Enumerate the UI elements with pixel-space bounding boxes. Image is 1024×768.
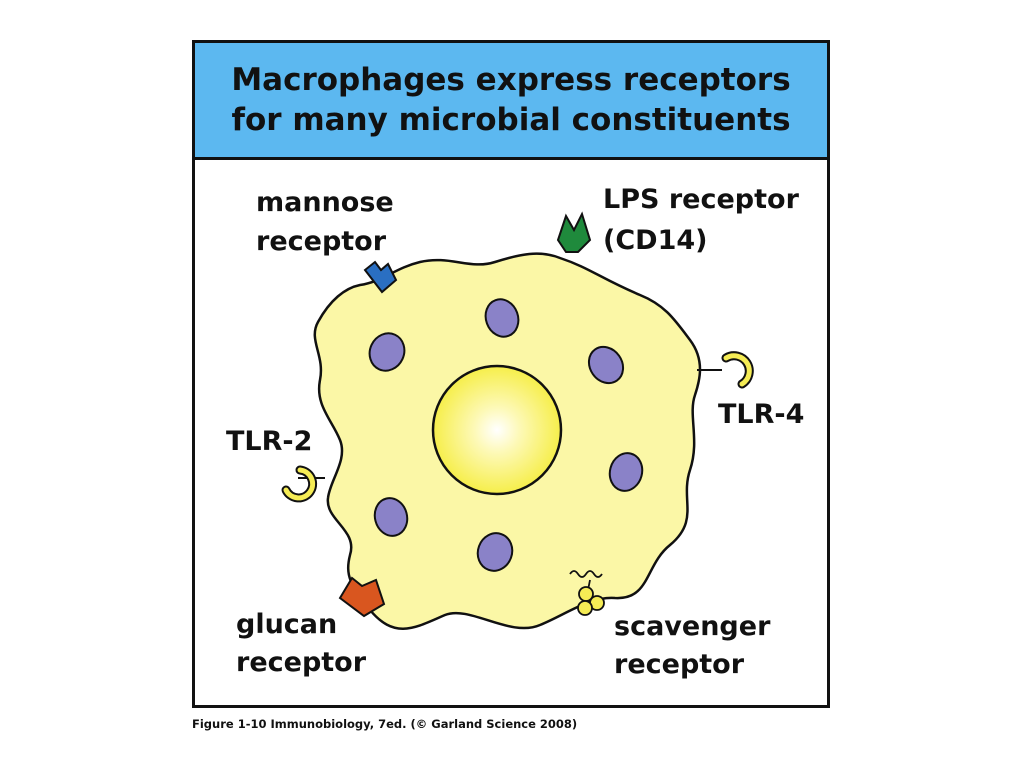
scavenger-label-line1: scavenger [614, 611, 771, 642]
lps-label-line1: LPS receptor [603, 184, 799, 215]
figure-title: Macrophages express receptors for many m… [231, 62, 791, 138]
tlr2-label: TLR-2 [226, 426, 313, 457]
figure-frame: Macrophages express receptors for many m… [192, 40, 830, 708]
glucan-receptor-icon [338, 576, 386, 618]
title-banner: Macrophages express receptors for many m… [195, 43, 827, 160]
tlr4-label: TLR-4 [718, 399, 805, 430]
mannose-label-line1: mannose [256, 187, 394, 218]
lps-label-line2: (CD14) [603, 225, 708, 256]
granule [373, 497, 409, 537]
granule [484, 298, 520, 338]
nucleus [431, 364, 563, 496]
mannose-label-line2: receptor [256, 226, 387, 257]
granule [476, 532, 514, 572]
glucan-label-line1: glucan [236, 609, 338, 640]
granule [587, 345, 625, 385]
figure-caption: Figure 1-10 Immunobiology, 7ed. (© Garla… [192, 717, 578, 731]
granule [368, 332, 406, 372]
lps-receptor-icon [556, 211, 592, 253]
glucan-label-line2: receptor [236, 647, 367, 678]
scavenger-label-line2: receptor [614, 649, 745, 680]
granule [608, 452, 644, 492]
scavenger-receptor-icon [577, 586, 605, 616]
mannose-receptor-icon [363, 260, 398, 294]
granules [368, 298, 644, 572]
